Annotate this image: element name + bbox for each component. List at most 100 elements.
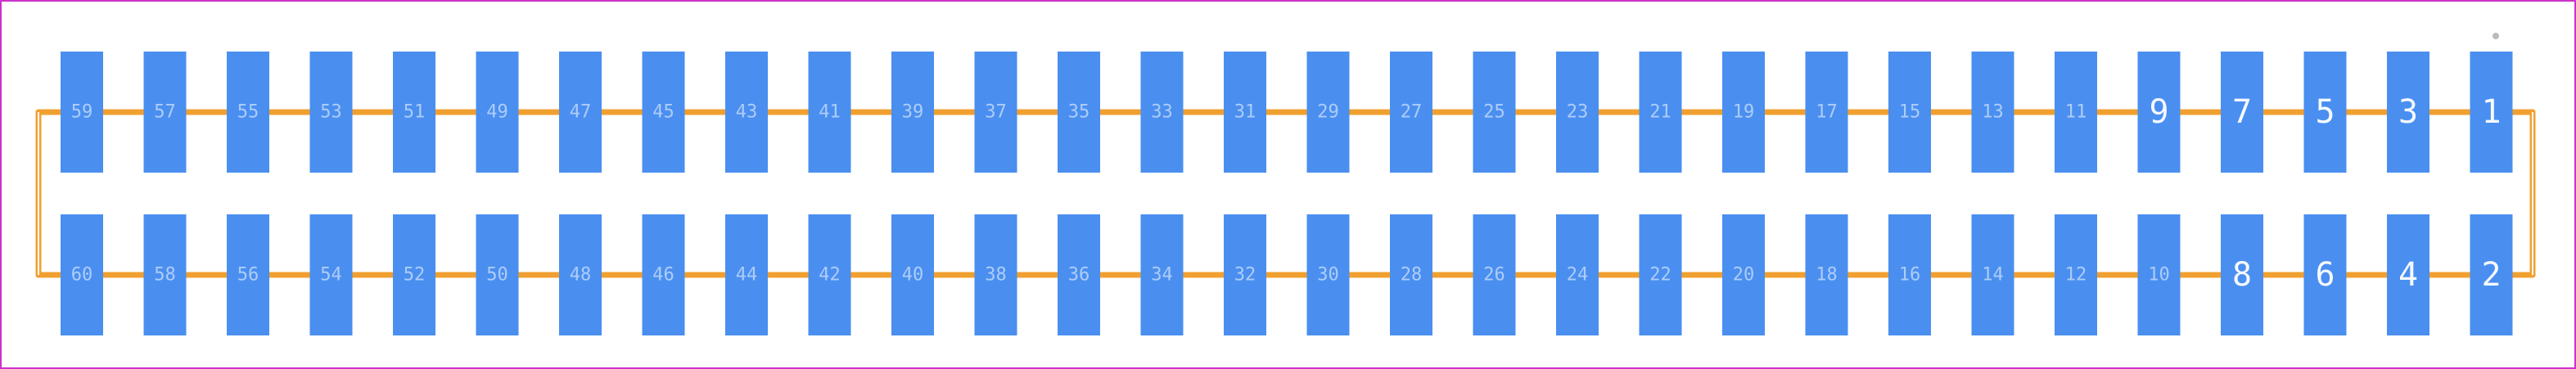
pad-label-20: 20 [1733, 265, 1755, 286]
pad-12 [2055, 214, 2097, 335]
pad-label-49: 49 [486, 102, 508, 123]
pad-label-19: 19 [1733, 102, 1755, 123]
pad-label-45: 45 [652, 102, 674, 123]
pad-label-51: 51 [404, 102, 426, 123]
pad-40 [891, 214, 934, 335]
pad-54 [309, 214, 353, 335]
pad-label-41: 41 [819, 102, 841, 123]
pad-34 [1140, 214, 1184, 335]
pad-label-37: 37 [985, 102, 1007, 123]
pin1-marker [2493, 33, 2499, 39]
pad-9 [2137, 52, 2181, 173]
pad-label-50: 50 [486, 265, 508, 286]
silkscreen-outline [35, 109, 2536, 278]
pad-6 [2303, 214, 2347, 335]
pad-label-60: 60 [71, 265, 93, 286]
pad-13 [1971, 52, 2014, 173]
pad-23 [1556, 52, 1599, 173]
pad-46 [642, 214, 685, 335]
pad-label-24: 24 [1567, 265, 1589, 286]
pad-label-11: 11 [2065, 102, 2087, 123]
pad-39 [891, 52, 934, 173]
pad-label-1: 1 [2481, 93, 2501, 131]
pad-label-48: 48 [570, 265, 592, 286]
pad-7 [2221, 52, 2263, 173]
pad-42 [808, 214, 851, 335]
pad-38 [974, 214, 1017, 335]
pad-label-9: 9 [2149, 93, 2168, 131]
pad-label-7: 7 [2232, 93, 2252, 131]
pad-label-3: 3 [2398, 93, 2418, 131]
pad-3 [2387, 52, 2429, 173]
pad-label-13: 13 [1982, 102, 2004, 123]
pad-20 [1722, 214, 1765, 335]
pad-56 [227, 214, 269, 335]
pad-label-40: 40 [902, 265, 924, 286]
pad-24 [1556, 214, 1599, 335]
pad-26 [1473, 214, 1516, 335]
pad-48 [559, 214, 602, 335]
pad-57 [143, 52, 187, 173]
pad-2 [2470, 214, 2513, 335]
pad-44 [725, 214, 768, 335]
pad-label-56: 56 [237, 265, 259, 286]
pad-10 [2137, 214, 2181, 335]
pad-label-15: 15 [1899, 102, 1921, 123]
pad-49 [476, 52, 519, 173]
pad-label-44: 44 [736, 265, 758, 286]
pad-label-2: 2 [2481, 256, 2501, 294]
pad-36 [1058, 214, 1100, 335]
pad-33 [1140, 52, 1184, 173]
pad-18 [1805, 214, 1848, 335]
pad-45 [642, 52, 685, 173]
pad-label-42: 42 [819, 265, 841, 286]
pad-14 [1971, 214, 2014, 335]
pad-label-47: 47 [570, 102, 592, 123]
pad-label-16: 16 [1899, 265, 1921, 286]
pad-5 [2303, 52, 2347, 173]
pad-30 [1306, 214, 1350, 335]
pad-label-8: 8 [2232, 256, 2252, 294]
pad-58 [143, 214, 187, 335]
pad-31 [1224, 52, 1266, 173]
pad-32 [1224, 214, 1266, 335]
pad-label-30: 30 [1317, 265, 1339, 286]
pad-label-10: 10 [2148, 265, 2170, 286]
pad-47 [559, 52, 602, 173]
pad-label-5: 5 [2315, 93, 2335, 131]
pad-label-21: 21 [1649, 102, 1671, 123]
pad-label-58: 58 [154, 265, 176, 286]
pad-label-32: 32 [1234, 265, 1256, 286]
pad-52 [393, 214, 435, 335]
pad-1 [2470, 52, 2513, 173]
pad-label-27: 27 [1401, 102, 1423, 123]
pad-37 [974, 52, 1017, 173]
pad-28 [1390, 214, 1432, 335]
pad-29 [1306, 52, 1350, 173]
pad-19 [1722, 52, 1765, 173]
pad-21 [1639, 52, 1682, 173]
pad-label-52: 52 [404, 265, 426, 286]
pad-60 [61, 214, 103, 335]
pad-53 [309, 52, 353, 173]
pad-label-31: 31 [1234, 102, 1256, 123]
pad-11 [2055, 52, 2097, 173]
pad-label-39: 39 [902, 102, 924, 123]
pad-22 [1639, 214, 1682, 335]
pad-label-38: 38 [985, 265, 1007, 286]
pad-8 [2221, 214, 2263, 335]
pad-27 [1390, 52, 1432, 173]
pad-41 [808, 52, 851, 173]
pad-label-35: 35 [1068, 102, 1090, 123]
pad-label-53: 53 [320, 102, 342, 123]
pad-15 [1888, 52, 1931, 173]
pad-label-14: 14 [1982, 265, 2004, 286]
pad-55 [227, 52, 269, 173]
pad-label-22: 22 [1649, 265, 1671, 286]
pad-label-18: 18 [1816, 265, 1838, 286]
pad-label-26: 26 [1483, 265, 1505, 286]
pad-label-29: 29 [1317, 102, 1339, 123]
